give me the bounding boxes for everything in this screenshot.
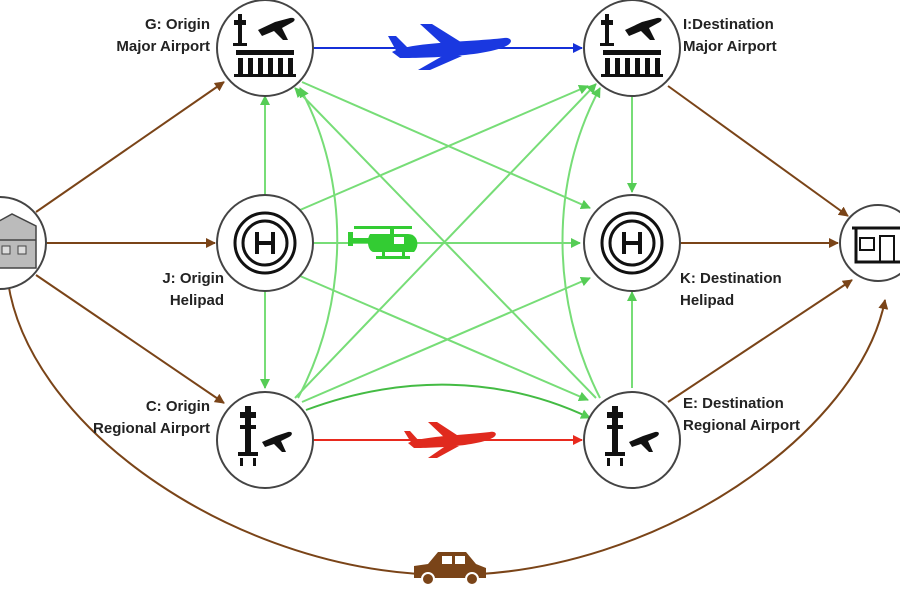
helipad-icon bbox=[233, 211, 297, 275]
edge-C-to-G-curve bbox=[297, 87, 339, 399]
edge-E-to-destination bbox=[667, 279, 853, 403]
edge-C-to-K bbox=[301, 276, 591, 403]
label-J: J: Origin Helipad bbox=[162, 268, 224, 312]
label-G-line1: G: Origin bbox=[145, 16, 210, 33]
label-G: G: Origin Major Airport bbox=[116, 14, 210, 58]
major-airport-icon bbox=[600, 14, 663, 77]
label-C-line2: Regional Airport bbox=[93, 420, 210, 437]
node-E bbox=[583, 391, 681, 489]
edge-J-to-I bbox=[299, 84, 589, 211]
edge-origin-to-C bbox=[35, 274, 225, 404]
label-C-line1: C: Origin bbox=[145, 398, 210, 415]
edge-G-to-K bbox=[301, 81, 591, 209]
regional-airport-icon bbox=[238, 406, 292, 466]
node-G bbox=[216, 0, 314, 97]
edge-C-to-I bbox=[294, 83, 597, 399]
green-helicopter-icon bbox=[348, 226, 418, 259]
factory-icon bbox=[0, 213, 37, 269]
label-E-line2: Regional Airport bbox=[683, 417, 800, 434]
label-I-line2: Major Airport bbox=[683, 38, 777, 55]
label-K-line1: K: Destination bbox=[680, 270, 782, 287]
edge-E-to-G bbox=[294, 87, 597, 399]
road-edges bbox=[7, 81, 889, 577]
node-I bbox=[583, 0, 681, 97]
helipad-icon bbox=[600, 211, 664, 275]
node-K bbox=[583, 194, 681, 292]
label-K-line2: Helipad bbox=[680, 292, 735, 309]
label-E-line1: E: Destination bbox=[683, 395, 784, 412]
car-icon bbox=[414, 552, 486, 586]
edge-C-to-E-curve bbox=[305, 383, 591, 419]
label-E: E: Destination Regional Airport bbox=[683, 393, 800, 437]
label-G-line2: Major Airport bbox=[116, 38, 210, 55]
house-icon bbox=[852, 226, 900, 264]
blue-plane-icon bbox=[388, 24, 511, 70]
label-I-line1: I:Destination bbox=[683, 16, 774, 33]
label-C: C: Origin Regional Airport bbox=[93, 396, 210, 440]
destination-node bbox=[839, 204, 900, 282]
edge-origin-to-G bbox=[35, 81, 225, 213]
helicopter-edges bbox=[260, 81, 637, 419]
label-J-line2: Helipad bbox=[169, 292, 224, 309]
regional-airport-icon bbox=[605, 406, 659, 466]
label-J-line1: J: Origin bbox=[162, 270, 224, 287]
edge-E-to-I-curve bbox=[561, 87, 601, 399]
origin-node bbox=[0, 196, 47, 290]
label-K: K: Destination Helipad bbox=[680, 268, 782, 312]
edge-I-to-destination bbox=[667, 85, 849, 217]
node-C bbox=[216, 391, 314, 489]
node-J bbox=[216, 194, 314, 292]
major-airport-icon bbox=[233, 14, 296, 77]
edge-J-to-E bbox=[299, 275, 589, 402]
label-I: I:Destination Major Airport bbox=[683, 14, 777, 58]
red-plane-icon bbox=[404, 422, 496, 458]
